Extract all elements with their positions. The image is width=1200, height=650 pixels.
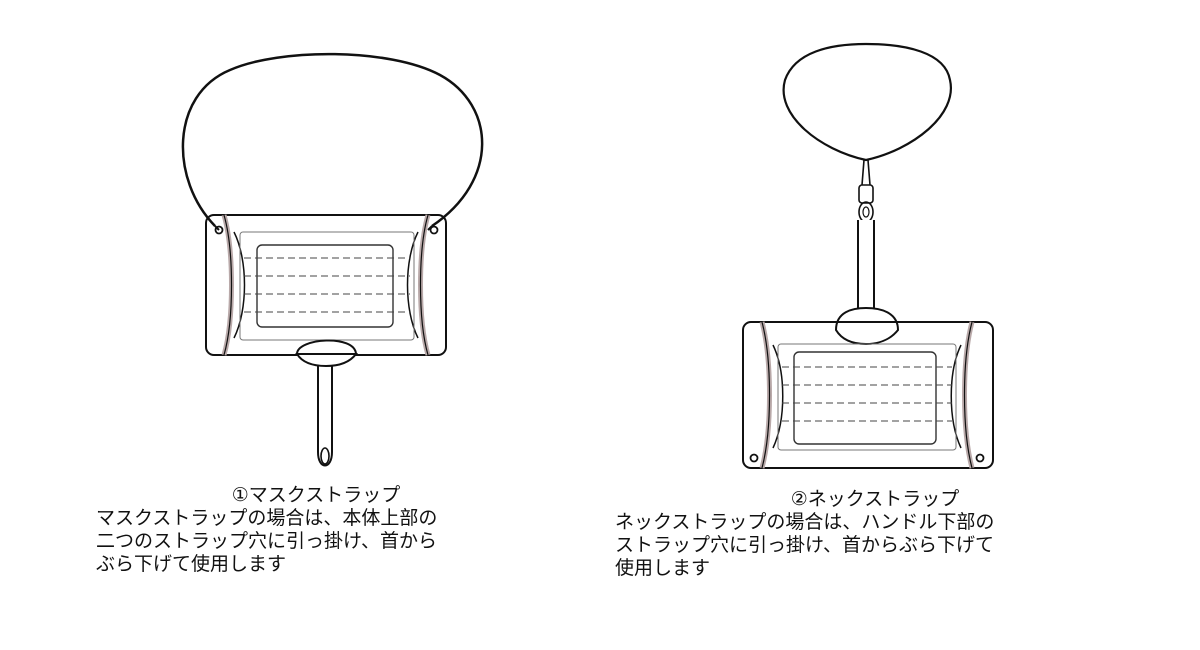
mask-device-handle <box>295 339 358 355</box>
neck-strap-description-line-1: ネックストラップの場合は、ハンドル下部の <box>615 511 995 533</box>
mask-strap-description-line-3: ぶら下げて使用します <box>96 553 287 575</box>
neck-strap-caption: ②ネックストラップ ネックストラップの場合は、ハンドル下部の ストラップ穴に引っ… <box>615 488 1135 580</box>
neck-strap-hole-right <box>975 453 985 463</box>
mask-strap-hole-left <box>214 225 224 235</box>
neck-strap-loop <box>782 42 953 162</box>
mask-strap-description-line-2: 二つのストラップ穴に引っ掛け、首から <box>96 530 438 552</box>
mask-handle-hole <box>320 447 330 465</box>
neck-device-body <box>742 321 994 469</box>
mask-strap-description-line-1: マスクストラップの場合は、本体上部の <box>96 507 438 529</box>
mask-strap-illustration <box>181 52 484 467</box>
neck-strap-hole-left <box>749 453 759 463</box>
mask-device-body <box>205 214 447 356</box>
mask-strap-loop <box>181 52 484 228</box>
neck-strap-illustration <box>742 42 994 469</box>
neck-device-handle <box>834 306 900 346</box>
neck-strap-description-line-2: ストラップ穴に引っ掛け、首からぶら下げて <box>615 534 995 556</box>
mask-strap-title: ①マスクストラップ <box>231 484 401 506</box>
mask-strap-hole-right <box>429 225 439 235</box>
neck-strap-description-line-3: 使用します <box>615 557 711 579</box>
mask-strap-caption: ①マスクストラップ マスクストラップの場合は、本体上部の 二つのストラップ穴に引… <box>96 484 536 576</box>
neck-strap-title: ②ネックストラップ <box>790 488 960 510</box>
